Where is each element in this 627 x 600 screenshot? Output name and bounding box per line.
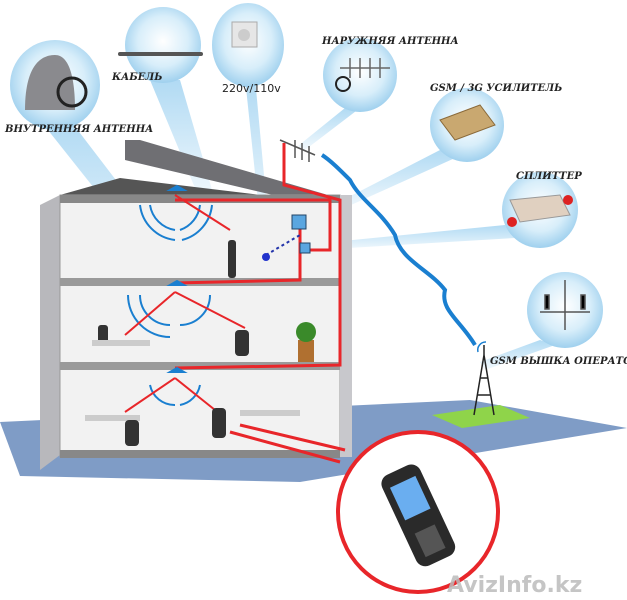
bubble-tower [527,272,603,348]
incoming-signal [320,153,477,347]
cable-icon [118,52,203,56]
amplifier-icon [439,104,496,141]
yagi-antenna-icon [335,58,390,92]
indoor-antennas [127,184,213,407]
bubble-amplifier [430,88,504,162]
bubble-splitter [502,172,578,248]
bubble-indoor-antenna [10,40,100,130]
mobile-phone-icon [381,464,456,567]
label-indoor-antenna: ВНУТРЕННЯЯ АНТЕННА [4,124,153,135]
phone-callout [336,430,500,594]
bubble-outdoor-antenna [323,38,397,112]
roof [125,140,345,212]
label-cable: КАБЕЛЬ [111,72,163,83]
power-outlet-dot [262,253,270,261]
amplifier-box [291,214,307,230]
label-splitter: СПЛИТТЕР [516,171,582,182]
bubble-power [212,3,284,87]
watermark: AvizInfo.kz [447,573,582,598]
grass-patch [432,405,530,428]
signal-arrows [124,194,246,413]
tower-antennas-icon [540,280,590,330]
roof-antenna [279,139,316,162]
label-power: 220v/110v [222,82,281,95]
splitter-icon [509,194,571,223]
office-figures [85,240,316,446]
bubble-cable [118,7,203,83]
label-tower: GSM ВЫШКА ОПЕРАТОРА [490,356,627,367]
indoor-antenna-icon [25,55,75,110]
label-amplifier: GSM / 3G УСИЛИТЕЛЬ [430,83,562,94]
label-outdoor-antenna: НАРУЖНЯЯ АНТЕННА [321,36,459,47]
gsm-tower [473,341,495,416]
power-cord [265,234,301,256]
splitter-box [299,242,311,254]
